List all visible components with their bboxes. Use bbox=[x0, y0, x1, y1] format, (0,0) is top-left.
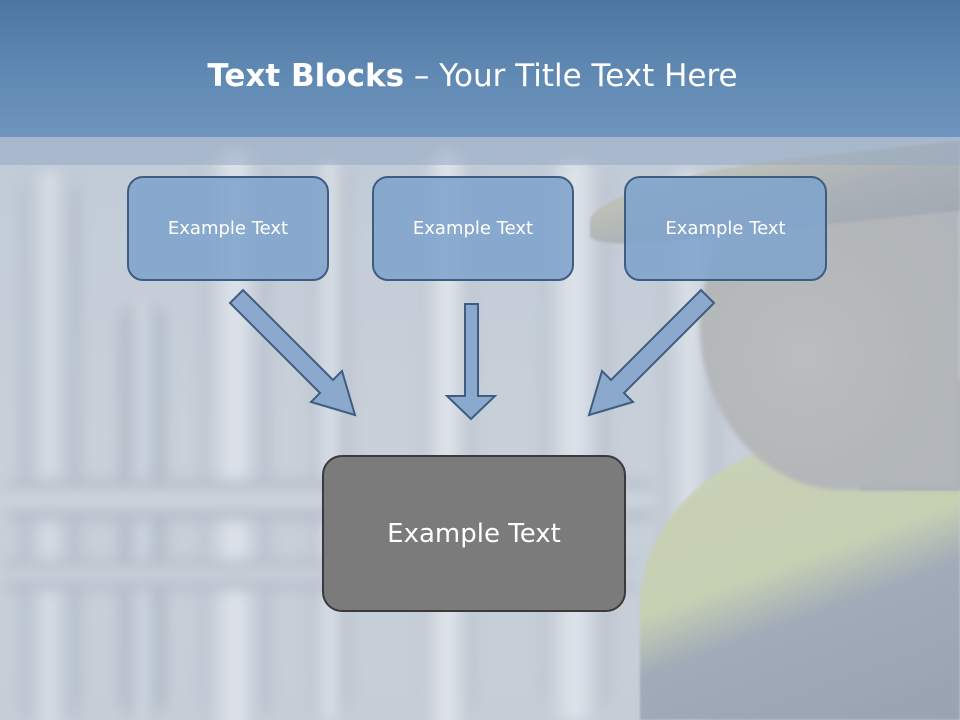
text-block-label: Example Text bbox=[665, 218, 786, 239]
slide-title[interactable]: Text Blocks – Your Title Text Here bbox=[0, 56, 945, 96]
slide-title-separator: – bbox=[404, 58, 440, 94]
text-block-top-left[interactable]: Example Text bbox=[127, 176, 329, 281]
text-block-top-center[interactable]: Example Text bbox=[372, 176, 574, 281]
arrow-left-diagonal[interactable] bbox=[228, 288, 357, 417]
text-block-bottom-main[interactable]: Example Text bbox=[322, 455, 626, 612]
text-block-main-label: Example Text bbox=[387, 518, 561, 549]
slide-title-bold: Text Blocks bbox=[207, 58, 405, 94]
text-block-label: Example Text bbox=[167, 218, 289, 239]
arrow-right-diagonal[interactable] bbox=[587, 288, 716, 417]
slide-title-rest: Your Title Text Here bbox=[439, 58, 738, 94]
bg-pipe bbox=[20, 170, 80, 720]
text-block-top-right[interactable]: Example Text bbox=[624, 176, 827, 281]
text-block-label: Example Text bbox=[412, 218, 534, 239]
title-bar-strip bbox=[0, 137, 960, 165]
title-bar bbox=[0, 0, 960, 137]
arrow-center-down[interactable] bbox=[444, 303, 498, 421]
